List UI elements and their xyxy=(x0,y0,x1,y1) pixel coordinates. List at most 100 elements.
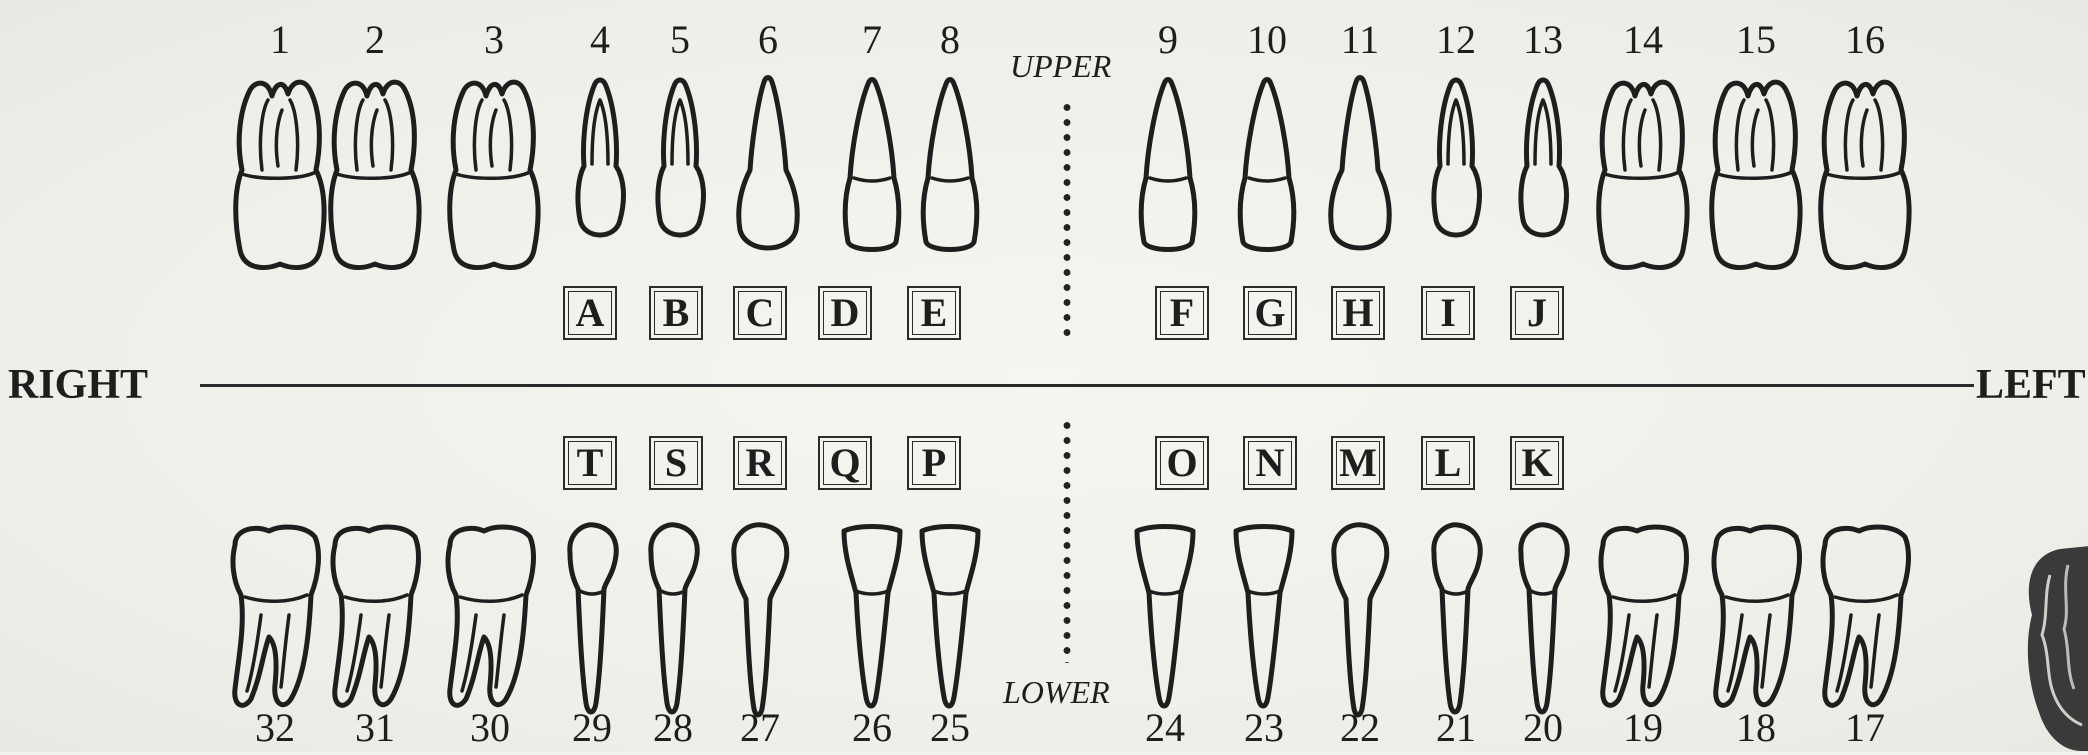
tooth-outline xyxy=(448,527,533,705)
tooth-detail xyxy=(1845,100,1882,170)
tooth-detail xyxy=(934,591,966,594)
lower-tooth-number-26: 26 xyxy=(832,708,912,748)
lower-tooth-32 xyxy=(233,527,318,705)
lower-tooth-30 xyxy=(448,527,533,705)
tooth-detail xyxy=(1718,172,1792,178)
lower-tooth-17 xyxy=(1823,527,1908,705)
primary-tooth-box-O: O xyxy=(1155,436,1209,490)
upper-tooth-10 xyxy=(1240,80,1294,250)
tooth-outline xyxy=(1823,527,1908,705)
tooth-detail xyxy=(474,100,511,170)
tooth-detail xyxy=(1605,172,1679,178)
tooth-outline xyxy=(1331,78,1390,249)
lower-tooth-23 xyxy=(1236,527,1292,707)
upper-tooth-number-1: 1 xyxy=(240,20,320,60)
upper-tooth-number-8: 8 xyxy=(910,20,990,60)
tooth-detail xyxy=(592,100,608,164)
upper-center-dotted-line xyxy=(1063,100,1071,336)
primary-tooth-letter: H xyxy=(1342,293,1373,333)
primary-tooth-box-M: M xyxy=(1331,436,1385,490)
primary-tooth-letter: I xyxy=(1440,293,1456,333)
primary-tooth-box-T: T xyxy=(563,436,617,490)
upper-tooth-number-15: 15 xyxy=(1716,20,1796,60)
lower-tooth-25 xyxy=(922,527,978,707)
tooth-outline xyxy=(1236,527,1292,707)
primary-tooth-letter: E xyxy=(921,293,948,333)
tooth-detail xyxy=(460,595,522,601)
tooth-outline xyxy=(233,527,318,705)
lower-tooth-number-18: 18 xyxy=(1716,708,1796,748)
primary-tooth-letter: A xyxy=(576,293,605,333)
primary-tooth-box-K: K xyxy=(1510,436,1564,490)
tooth-detail xyxy=(661,591,685,594)
upper-tooth-number-12: 12 xyxy=(1416,20,1496,60)
lower-tooth-number-21: 21 xyxy=(1416,708,1496,748)
tooth-detail xyxy=(242,172,316,178)
tooth-detail xyxy=(1726,595,1788,601)
tooth-detail xyxy=(456,172,530,178)
tooth-detail xyxy=(580,591,604,594)
tooth-detail xyxy=(245,595,307,601)
upper-tooth-1 xyxy=(236,82,324,267)
primary-tooth-box-G: G xyxy=(1243,286,1297,340)
tooth-detail xyxy=(1615,615,1657,691)
tooth-detail xyxy=(1248,591,1280,594)
tooth-outline xyxy=(1521,525,1567,712)
lower-tooth-27 xyxy=(734,525,787,715)
tooth-outline xyxy=(1714,527,1799,705)
tooth-detail xyxy=(1150,178,1186,181)
lower-tooth-number-24: 24 xyxy=(1125,708,1205,748)
upper-tooth-13 xyxy=(1521,80,1567,235)
upper-tooth-number-7: 7 xyxy=(832,20,912,60)
lower-tooth-number-20: 20 xyxy=(1503,708,1583,748)
upper-tooth-6 xyxy=(739,78,798,249)
upper-tooth-number-11: 11 xyxy=(1320,20,1400,60)
left-side-label: LEFT xyxy=(1976,364,2086,406)
primary-tooth-letter: Q xyxy=(829,443,860,483)
tooth-outline xyxy=(1141,80,1195,250)
primary-tooth-letter: N xyxy=(1256,443,1285,483)
primary-tooth-letter: S xyxy=(665,443,687,483)
right-side-label: RIGHT xyxy=(8,364,148,406)
primary-tooth-letter: M xyxy=(1339,443,1377,483)
tooth-detail xyxy=(932,178,968,181)
tooth-detail xyxy=(1613,595,1675,601)
tooth-detail xyxy=(355,100,392,170)
primary-tooth-letter: K xyxy=(1521,443,1552,483)
primary-tooth-box-P: P xyxy=(907,436,961,490)
tooth-outline xyxy=(922,527,978,707)
lower-tooth-number-27: 27 xyxy=(720,708,800,748)
upper-tooth-number-6: 6 xyxy=(728,20,808,60)
lower-tooth-24 xyxy=(1137,527,1193,707)
lower-tooth-number-32: 32 xyxy=(235,708,315,748)
tooth-detail xyxy=(462,615,504,691)
primary-tooth-letter: C xyxy=(746,293,775,333)
tooth-outline xyxy=(845,80,899,250)
lower-tooth-26 xyxy=(844,527,900,707)
upper-tooth-2 xyxy=(331,82,419,267)
upper-tooth-8 xyxy=(923,80,977,250)
primary-tooth-box-S: S xyxy=(649,436,703,490)
tooth-detail xyxy=(1531,591,1555,594)
lower-tooth-number-28: 28 xyxy=(633,708,713,748)
primary-tooth-letter: T xyxy=(577,443,604,483)
lower-tooth-29 xyxy=(570,525,616,712)
primary-tooth-letter: F xyxy=(1170,293,1194,333)
upper-tooth-number-13: 13 xyxy=(1503,20,1583,60)
tooth-detail xyxy=(1827,172,1901,178)
upper-tooth-number-3: 3 xyxy=(454,20,534,60)
primary-tooth-letter: L xyxy=(1435,443,1462,483)
right-left-midline xyxy=(200,384,1974,387)
upper-jaw-label: UPPER xyxy=(1010,50,1111,82)
lower-tooth-28 xyxy=(651,525,697,712)
primary-tooth-box-H: H xyxy=(1331,286,1385,340)
primary-tooth-box-L: L xyxy=(1421,436,1475,490)
upper-tooth-15 xyxy=(1712,82,1800,267)
upper-tooth-number-16: 16 xyxy=(1825,20,1905,60)
lower-tooth-18 xyxy=(1714,527,1799,705)
primary-tooth-box-N: N xyxy=(1243,436,1297,490)
tooth-outline xyxy=(844,527,900,707)
upper-tooth-14 xyxy=(1599,82,1687,267)
lower-tooth-31 xyxy=(333,527,418,705)
